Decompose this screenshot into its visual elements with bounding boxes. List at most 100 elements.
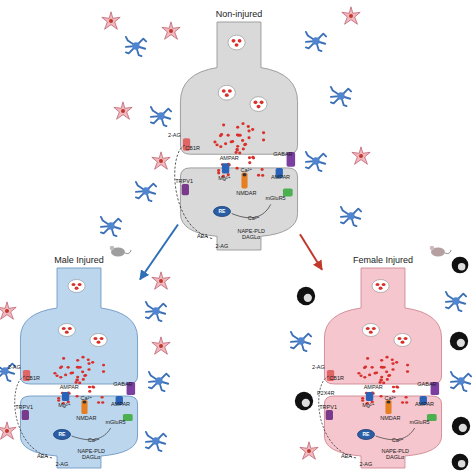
molecule-label: mGluR5 — [106, 420, 126, 426]
vesicle — [228, 35, 245, 50]
panel-title: Male Injured — [54, 255, 104, 265]
neurotransmitter — [62, 357, 65, 360]
neurotransmitter — [405, 396, 408, 399]
neurotransmitter — [91, 361, 94, 364]
dark-cell — [452, 417, 470, 435]
neurotransmitter — [76, 376, 79, 379]
microglia-cell — [0, 302, 16, 319]
neurotransmitter — [57, 397, 60, 400]
neurotransmitter — [76, 395, 79, 398]
neurotransmitter — [92, 386, 95, 389]
neurotransmitter — [87, 368, 90, 371]
molecule-label: 2-AG — [312, 365, 325, 371]
neurotransmitter — [392, 390, 395, 393]
neurotransmitter — [57, 399, 60, 402]
neurotransmitter — [65, 331, 69, 334]
signalling-arrow — [319, 376, 356, 458]
neurotransmitter — [238, 39, 242, 43]
vesicle — [90, 334, 107, 347]
neurotransmitter — [396, 386, 399, 389]
endosome-shape — [213, 206, 230, 216]
molecule-label: NAPE-PLD DAGLα — [234, 229, 268, 241]
neurotransmitter — [76, 359, 79, 362]
molecule-label: TRPV1 — [319, 405, 337, 411]
neurotransmitter — [78, 283, 82, 286]
neurotransmitter — [84, 374, 87, 377]
organelle-label: RE — [357, 429, 375, 440]
molecule-label: Ca²⁺ — [80, 396, 92, 402]
neurotransmitter — [247, 136, 250, 139]
neurotransmitter — [379, 287, 383, 290]
synapse-drawing — [178, 22, 300, 250]
microglia-cell — [342, 7, 360, 24]
neurotransmitter — [363, 376, 366, 379]
dark-cell — [450, 332, 468, 350]
astrocyte — [341, 207, 361, 226]
neurotransmitter — [244, 143, 247, 146]
neurotransmitter — [55, 374, 58, 377]
neurotransmitter — [215, 143, 218, 146]
mouse-icons — [110, 246, 451, 257]
molecule-label: CB1R — [185, 146, 200, 152]
neurotransmitter — [248, 156, 251, 159]
ampa-receptor — [222, 163, 229, 173]
molecule-label: AEA — [197, 235, 208, 241]
neurotransmitter — [87, 358, 90, 361]
presynaptic-terminal — [20, 268, 137, 384]
neurotransmitter — [368, 374, 371, 377]
molecule-label: GABAR — [273, 152, 292, 158]
molecule-label: 2-AG — [359, 462, 372, 468]
molecule-label: AMPAR — [364, 385, 383, 391]
presynaptic-terminal — [180, 22, 297, 154]
synapse-drawing — [322, 268, 444, 468]
microglia-cell — [152, 272, 170, 289]
neurotransmitter — [100, 337, 104, 340]
neurotransmitter — [75, 287, 79, 290]
neurotransmitter — [81, 356, 84, 359]
neurotransmitter — [364, 365, 367, 368]
molecule-label: AMPAR — [220, 156, 239, 162]
astrocyte — [331, 87, 351, 106]
neurotransmitter — [247, 125, 250, 128]
astrocyte — [149, 372, 169, 391]
vesicle — [218, 85, 235, 100]
neurotransmitter — [236, 126, 239, 129]
neurotransmitter — [59, 376, 62, 379]
neurotransmitter — [102, 370, 105, 373]
neurotransmitter — [357, 372, 360, 375]
vesicle — [372, 280, 389, 293]
microglia-cell — [152, 337, 170, 354]
neurotransmitter — [392, 386, 395, 389]
astrocyte — [451, 372, 471, 391]
molecule-label: AEA — [37, 454, 48, 460]
ampa-receptor — [62, 392, 69, 401]
panel-title: Female Injured — [353, 255, 413, 265]
neurotransmitter — [77, 366, 80, 369]
neurotransmitter — [60, 365, 63, 368]
molecule-label: Mg²⁺ — [218, 176, 230, 182]
neurotransmitter — [261, 174, 264, 177]
neurotransmitter — [236, 167, 239, 170]
synapse-panel: REFemale InjuredCB1RGABARAMPARTRPV1Mg²⁺C… — [322, 268, 444, 468]
infiltrating-cells — [295, 257, 470, 471]
neurotransmitter — [406, 370, 409, 373]
neurotransmitter — [242, 148, 245, 151]
neurotransmitter — [235, 43, 239, 47]
postsynaptic-terminal — [20, 396, 137, 468]
neurotransmitter — [228, 89, 232, 93]
neurotransmitter — [87, 362, 90, 365]
neurotransmitter — [405, 401, 408, 404]
neurotransmitter — [388, 374, 391, 377]
nmda-receptor — [81, 400, 87, 414]
mouse-icon — [110, 246, 131, 257]
trpv1-channel — [326, 410, 333, 420]
vesicle — [362, 324, 379, 337]
neurotransmitter — [378, 381, 381, 384]
nmda-receptor — [241, 172, 247, 188]
neurotransmitter — [359, 374, 362, 377]
synapse-panel: RENon-injuredCB1RGABARAMPARTRPV1Mg²⁺Ca²⁺… — [178, 22, 300, 250]
neurotransmitter — [372, 327, 376, 330]
organelle-label: RE — [213, 206, 231, 217]
